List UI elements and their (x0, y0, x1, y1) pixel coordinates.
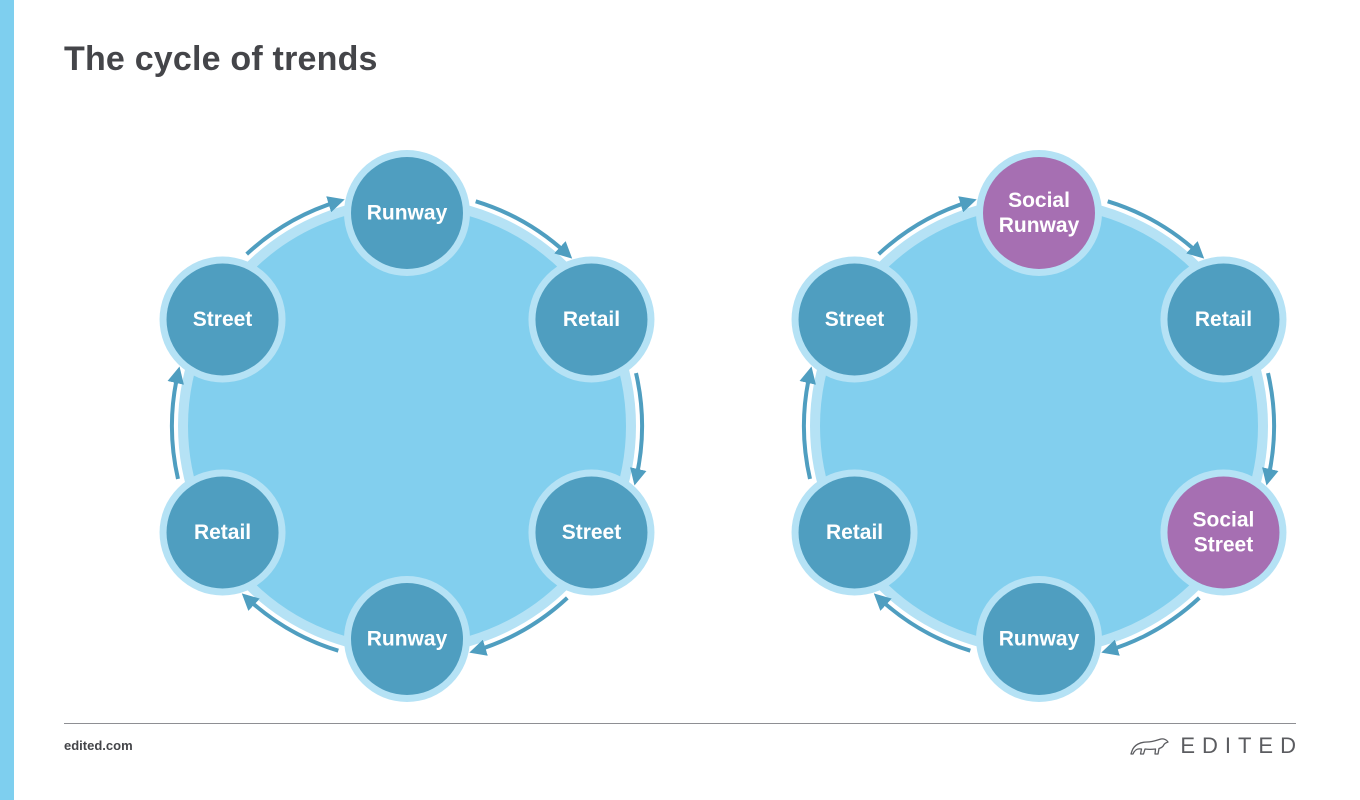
cycle-arrow (245, 196, 345, 256)
node-label: Social (1008, 189, 1070, 212)
cycle-node: Runway (344, 576, 470, 702)
cycle-node: Retail (791, 469, 918, 596)
cycle-arrow (1262, 372, 1279, 486)
node-label: Runway (367, 202, 448, 225)
footer-url[interactable]: edited.com (64, 738, 133, 753)
node-circle (983, 157, 1095, 269)
node-label: Retail (1195, 308, 1252, 331)
accent-bar (0, 0, 14, 800)
footer-divider (64, 723, 1296, 724)
node-circle (351, 583, 463, 695)
node-label: Retail (194, 521, 251, 544)
cycle-node: Retail (1160, 256, 1287, 383)
cycle-node: Runway (344, 150, 470, 276)
cycle-arrow (241, 593, 339, 653)
cycle-node: Street (159, 256, 286, 383)
cycle-arrow (873, 593, 971, 653)
node-label: Runway (999, 214, 1080, 237)
node-circle (1167, 263, 1280, 376)
cycle-arrow (167, 366, 184, 480)
cycle-node: Retail (159, 469, 286, 596)
node-circle (535, 263, 648, 376)
cycle-node: Street (528, 469, 655, 596)
node-label: Runway (367, 628, 448, 651)
node-label: Street (1194, 534, 1254, 557)
node-circle (166, 263, 279, 376)
node-circle (1167, 476, 1280, 589)
node-label: Street (193, 308, 253, 331)
node-label: Street (562, 521, 622, 544)
cycle-arrow (630, 372, 647, 486)
cycle-arrow (1107, 199, 1205, 259)
cycle-diagram-2: SocialRunwayRetailSocialStreetRunwayReta… (791, 150, 1287, 702)
node-circle (166, 476, 279, 589)
node-circle (983, 583, 1095, 695)
cycle-node: Street (791, 256, 918, 383)
node-circle (798, 263, 911, 376)
node-circle (351, 157, 463, 269)
node-label: Retail (826, 521, 883, 544)
node-label: Street (825, 308, 885, 331)
cycle-arrow (475, 199, 573, 259)
cycle-arrow (469, 596, 569, 656)
edited-logo[interactable]: EDITED (1130, 731, 1296, 761)
node-label: Social (1193, 509, 1255, 532)
logo-wordmark: EDITED (1180, 733, 1303, 758)
cycle-node: Runway (976, 576, 1102, 702)
cycle-arrow (1101, 596, 1201, 656)
node-label: Runway (999, 628, 1080, 651)
node-circle (535, 476, 648, 589)
page-title: The cycle of trends (64, 40, 378, 78)
cycle-node: Retail (528, 256, 655, 383)
cycle-arrow (799, 366, 816, 480)
node-circle (798, 476, 911, 589)
polar-bear-icon (1130, 738, 1169, 755)
cycle-arrow (877, 196, 977, 256)
node-label: Retail (563, 308, 620, 331)
